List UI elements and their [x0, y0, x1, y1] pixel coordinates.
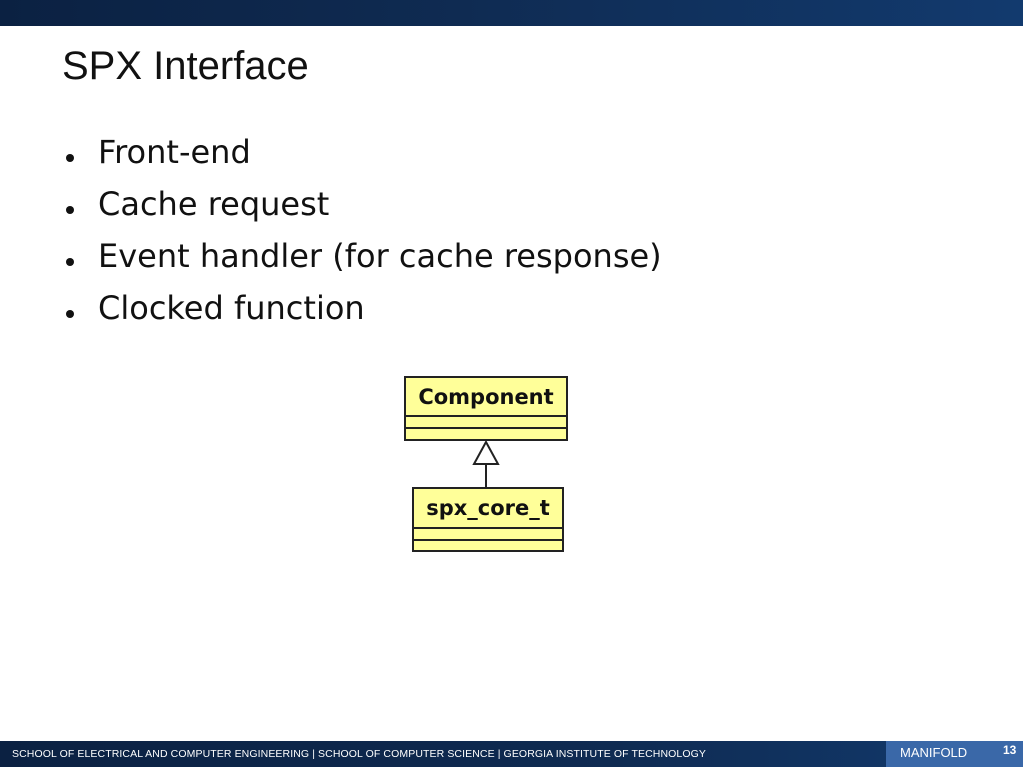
bullet-text: Event handler (for cache response) [98, 237, 662, 275]
bullet-list: Front-end Cache request Event handler (f… [62, 126, 662, 334]
bullet-dot-icon [66, 154, 74, 162]
bullet-dot-icon [66, 258, 74, 266]
footer-institution-text: SCHOOL OF ELECTRICAL AND COMPUTER ENGINE… [12, 748, 706, 760]
bullet-item: Front-end [62, 126, 662, 178]
inheritance-arrow [472, 439, 500, 488]
uml-class-name: Component [418, 385, 553, 409]
footer-project-label: MANIFOLD [900, 745, 968, 760]
bullet-item: Cache request [62, 178, 662, 230]
bullet-item: Event handler (for cache response) [62, 230, 662, 282]
uml-class-component[interactable]: Component [404, 376, 568, 441]
bullet-text: Clocked function [98, 289, 365, 327]
slide-title: SPX Interface [62, 44, 309, 88]
bullet-dot-icon [66, 206, 74, 214]
page-number: 13 [1003, 743, 1017, 757]
bullet-text: Front-end [98, 133, 251, 171]
footer-tag-background [886, 741, 1023, 767]
footer-bar [0, 741, 1023, 767]
uml-class-spx-core-t[interactable]: spx_core_t [412, 487, 564, 552]
uml-class-box [404, 376, 568, 441]
bullet-text: Cache request [98, 185, 330, 223]
bullet-dot-icon [66, 310, 74, 318]
uml-class-name: spx_core_t [426, 496, 550, 520]
inheritance-triangle-icon [472, 439, 500, 465]
bullet-item: Clocked function [62, 282, 662, 334]
top-banner [0, 0, 1023, 26]
